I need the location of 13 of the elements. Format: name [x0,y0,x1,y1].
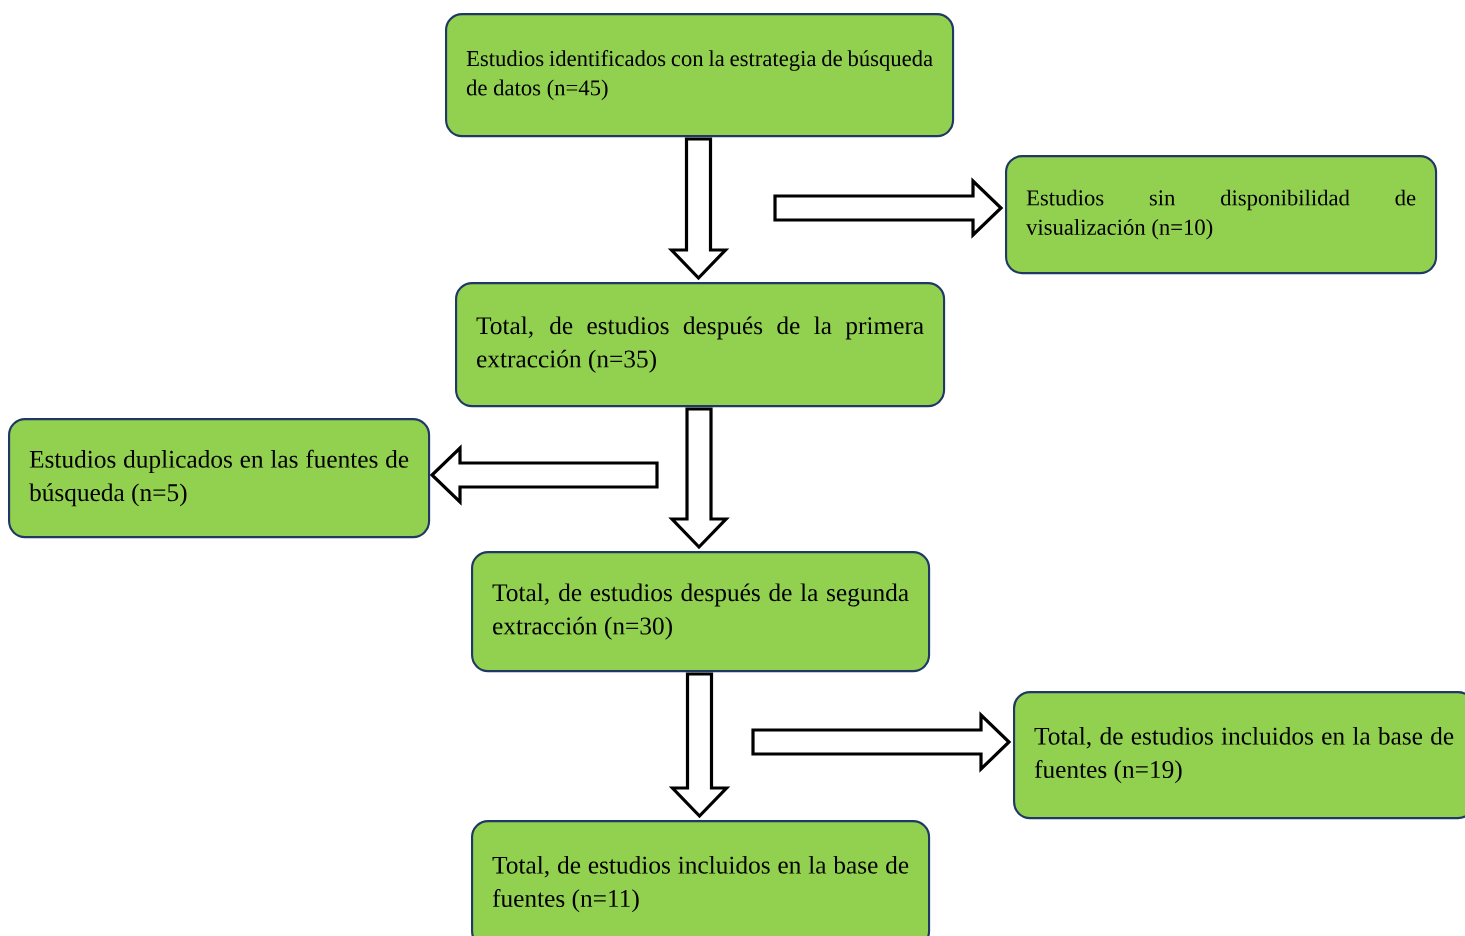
block-arrow [668,672,731,819]
block-arrow [751,711,1012,773]
process-box: Estudios sin disponibilidad de visualización (n=10) [1005,155,1438,275]
process-box: Total, de estudios incluidos en la base de fuentes (n=19) [1013,691,1465,820]
process-box: Total, de estudios después de la segunda extracción (n=30) [471,551,931,673]
block-arrow [429,444,659,506]
process-box: Estudios identificados con la estrategia de búsqueda de datos (n=45) [445,13,955,138]
block-arrow [667,137,730,281]
process-box: Total, de estudios incluidos en la base de fuentes (n=11) [471,820,931,936]
process-box: Total, de estudios después de la primera extracción (n=35) [455,282,946,408]
block-arrow [773,177,1004,239]
block-arrow [668,407,730,550]
process-box: Estudios duplicados en las fuentes de búsqueda (n=5) [8,418,431,539]
